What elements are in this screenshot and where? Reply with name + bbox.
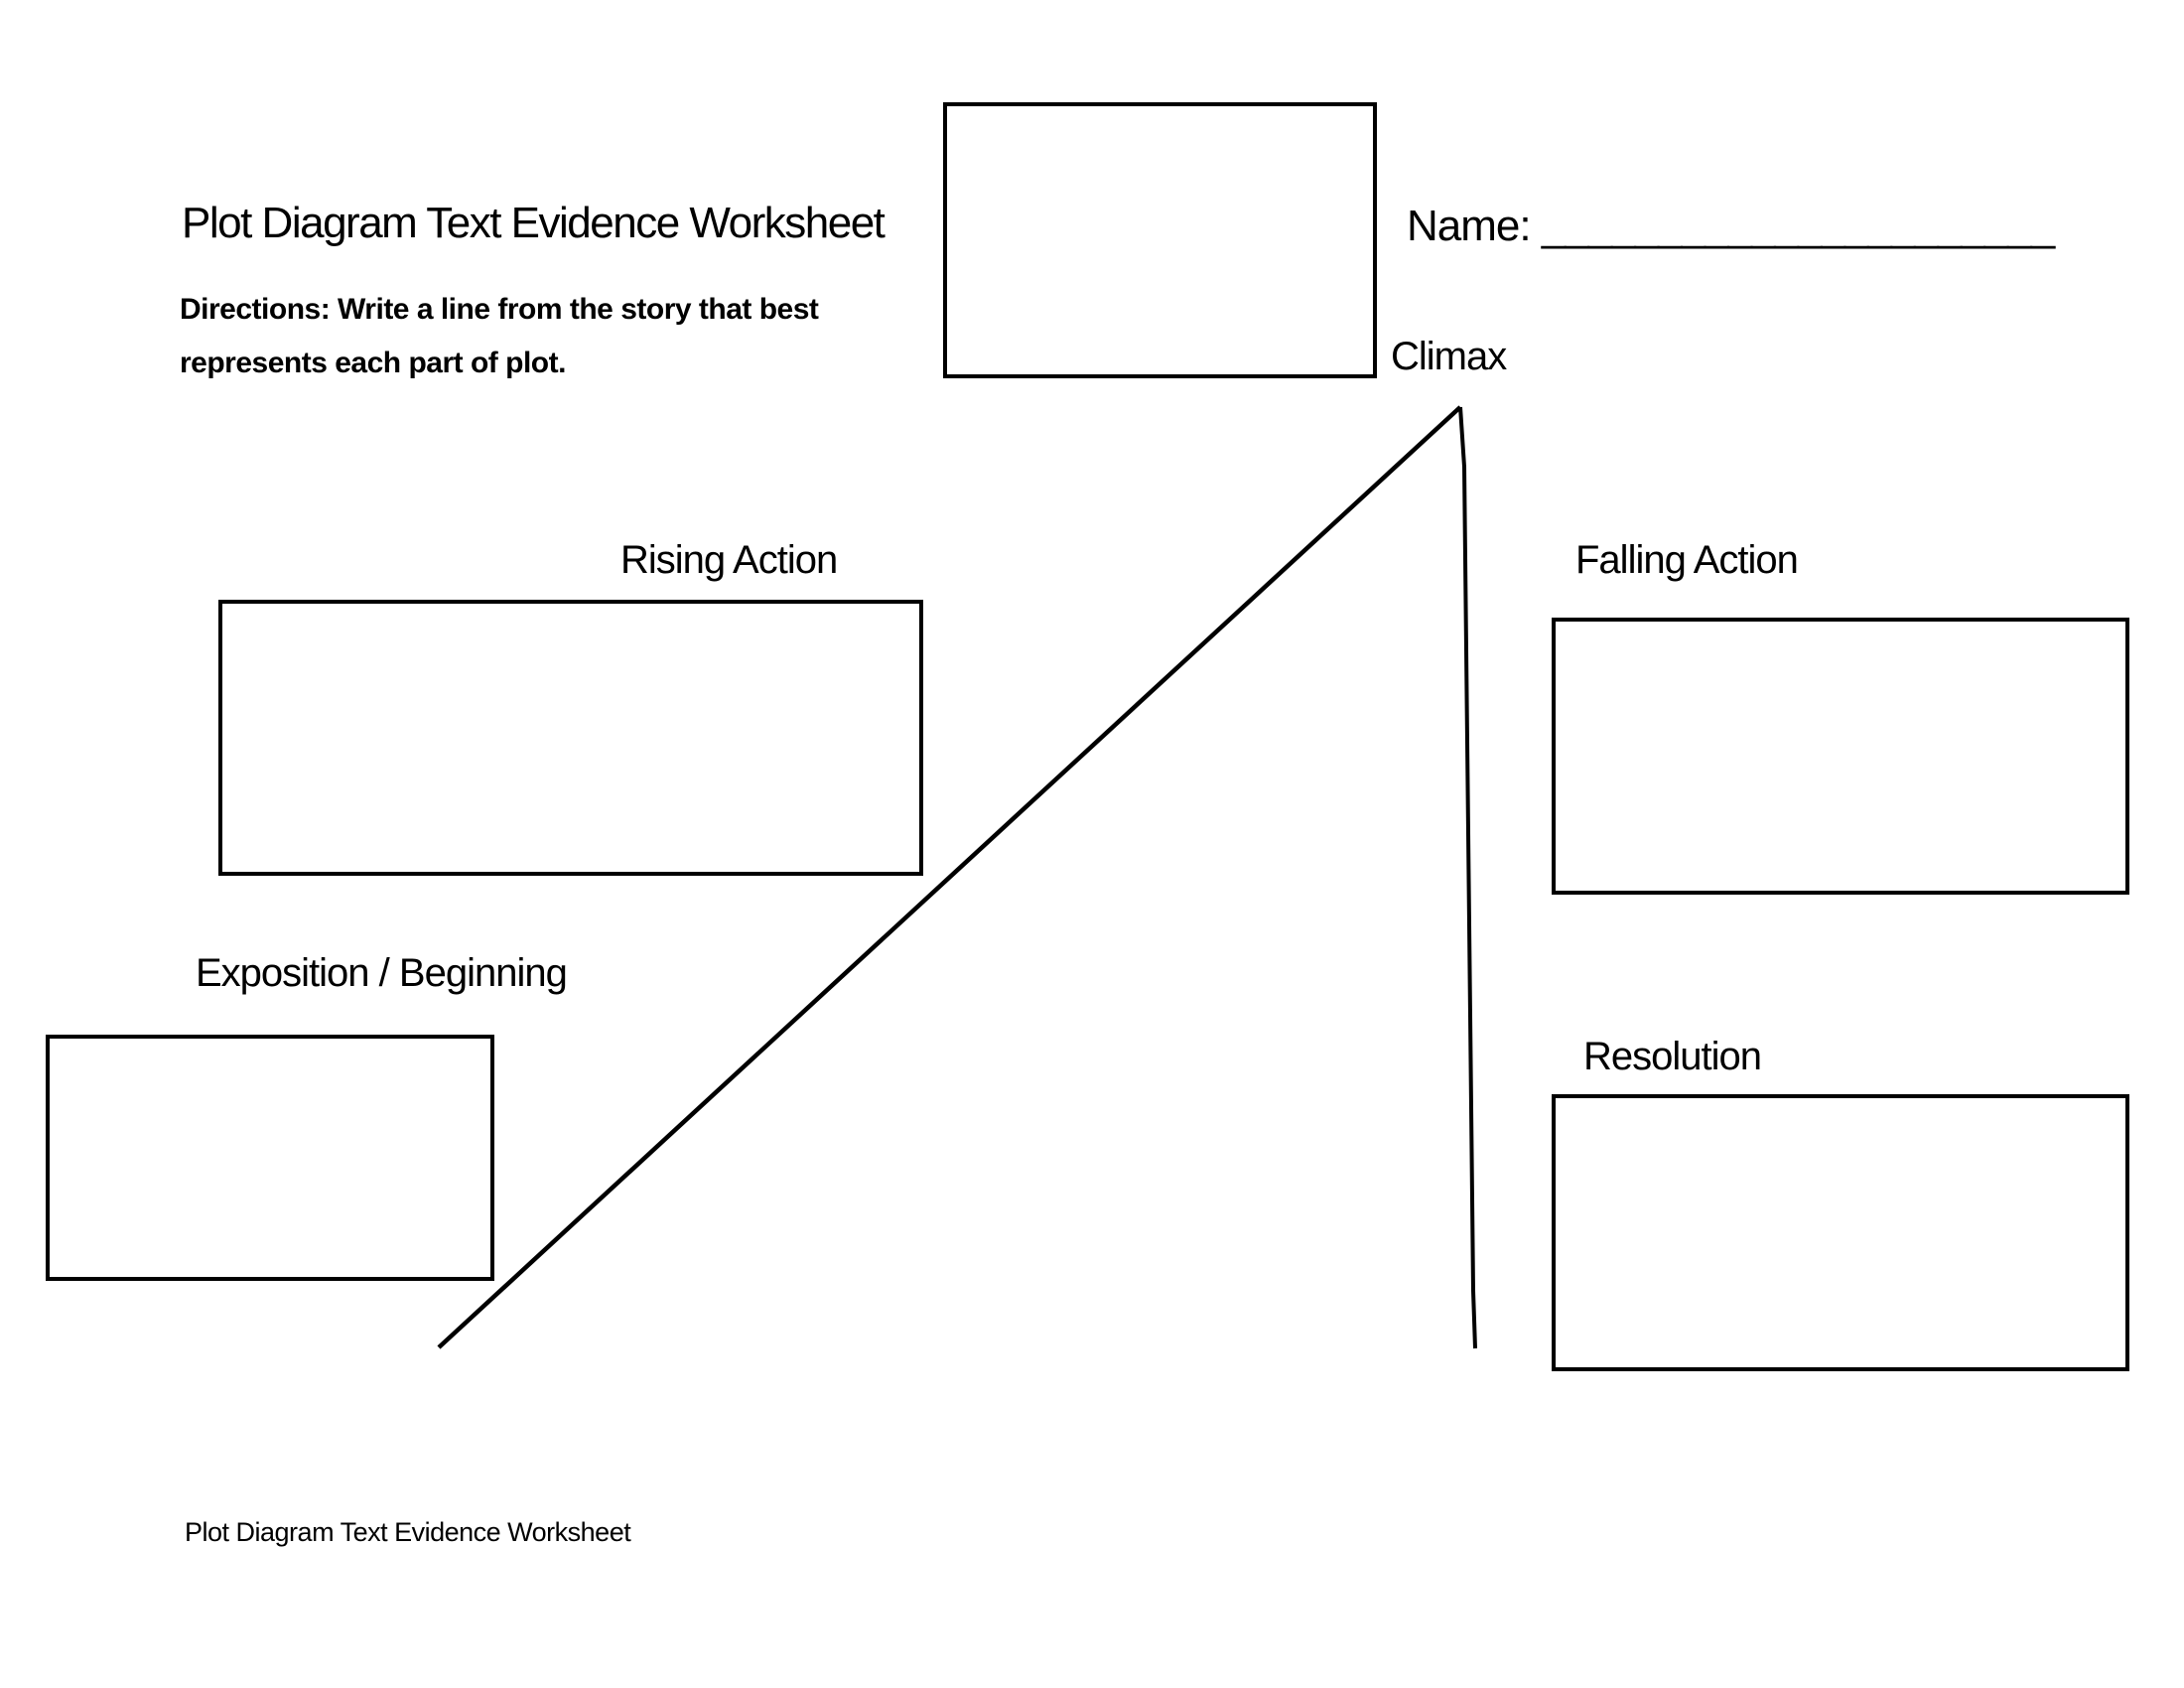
label-exposition: Exposition / Beginning bbox=[196, 951, 568, 995]
exposition-answer-box[interactable] bbox=[46, 1035, 494, 1281]
rising-action-answer-box[interactable] bbox=[218, 600, 923, 876]
label-rising-action: Rising Action bbox=[620, 538, 838, 582]
label-climax: Climax bbox=[1391, 335, 1507, 378]
name-field: Name: ______________________ bbox=[1407, 201, 2055, 253]
falling-action-answer-box[interactable] bbox=[1552, 618, 2129, 895]
directions-line-1: Directions: Write a line from the story … bbox=[180, 293, 819, 326]
directions-line-2: represents each part of plot. bbox=[180, 347, 566, 379]
label-resolution: Resolution bbox=[1583, 1035, 1762, 1078]
rising-action-line bbox=[437, 405, 1462, 1349]
name-blank-line[interactable]: ______________________ bbox=[1541, 202, 2055, 250]
resolution-answer-box[interactable] bbox=[1552, 1094, 2129, 1371]
directions-text: Directions: Write a line from the story … bbox=[180, 283, 819, 390]
footer-text: Plot Diagram Text Evidence Worksheet bbox=[185, 1517, 631, 1547]
page-title: Plot Diagram Text Evidence Worksheet bbox=[182, 199, 886, 247]
falling-action-line bbox=[1458, 406, 1477, 1349]
label-falling-action: Falling Action bbox=[1575, 538, 1799, 582]
name-label: Name: bbox=[1407, 202, 1532, 250]
climax-answer-box[interactable] bbox=[943, 102, 1377, 378]
